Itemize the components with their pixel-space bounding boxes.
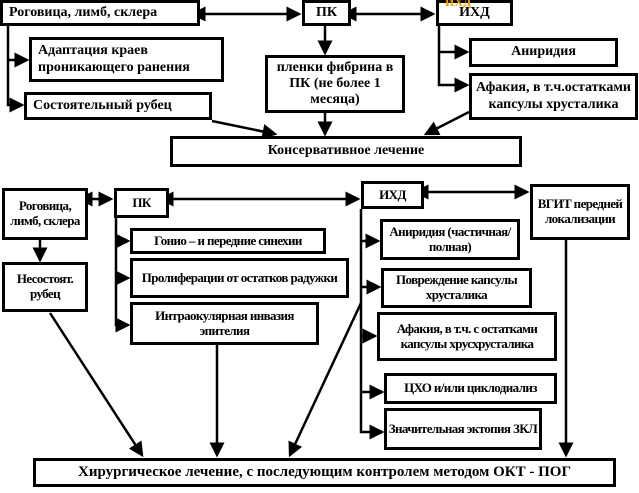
box-choroidal-cyclodialysis: ЦХО и/или циклодиализ [384,373,557,404]
box-aphakia: Афакия, в т.ч.остатками капсулы хрустали… [469,73,638,120]
arrow-scar-surgical [48,312,144,458]
box-surgical-treatment: Хирургическое лечение, с последующим кон… [33,458,616,487]
box-aniridia: Аниридия [469,38,618,67]
box-foreign-body: ВГИТ передней локализации [530,184,630,240]
box-conservative-treatment: Консервативное лечение [170,136,522,167]
arrow-iris2-surgical [288,302,363,458]
line-left-branch [6,26,25,113]
box-cornea-limbus-sclera: Роговица, лимб, склера [0,0,200,26]
box-aniridia-2: Аниридия (частичная/полная) [380,219,520,260]
box-gonio-synechiae: Гонио – и передние синехии [130,228,326,254]
line-ac2-branch [114,218,131,333]
box-sound-scar: Состоятельный рубец [24,92,212,120]
overlay-label: ИХД [445,0,472,9]
box-iris-lens: ИХД [436,0,513,26]
line-iris-branch [437,26,470,93]
box-fibrin-films: пленки фибрина в ПК (не более 1 месяца) [265,55,405,113]
box-capsule-damage: Повреждение капсулы хрусталика [381,268,532,308]
box-unsound-scar: Несостоят. рубец [2,262,88,312]
box-wound-adaptation: Адаптация краев проникающего ранения [29,37,224,82]
box-epithelial-invasion: Интраокулярная инвазия эпителия [130,302,319,345]
arrow-scar-conservative [211,119,278,139]
box-cornea-limbus-sclera-2: Роговица, лимб, склера [2,188,88,240]
box-iris-lens-2: ИХД [361,181,424,209]
box-anterior-chamber-2: ПК [114,188,169,218]
box-aphakia-2: Афакия, в т.ч. с остатками капсулы хрусх… [377,312,557,361]
box-anterior-chamber: ПК [302,0,351,26]
arrow-aphakia-conservative [423,110,470,136]
box-iris-proliferation: Пролиферации от остатков радужки [130,258,349,298]
box-lens-ectopia: Значительная эктопия ЗКЛ [384,408,542,450]
line-iris2-branch [359,209,385,440]
